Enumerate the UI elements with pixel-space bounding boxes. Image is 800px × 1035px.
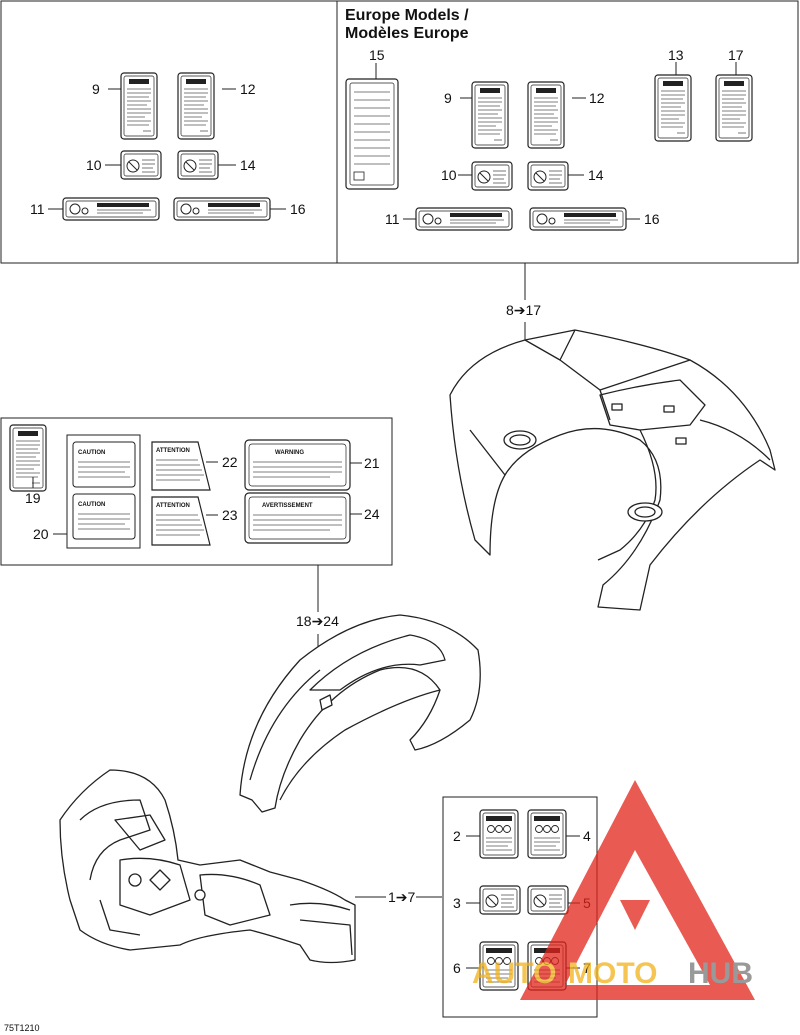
callout-16: 16 — [290, 201, 306, 217]
decal-12 — [177, 72, 215, 140]
top-decal-panel: 9 12 10 14 11 16 Europe Models / Modèles… — [0, 0, 799, 264]
callout-22: 22 — [222, 454, 238, 470]
callout-10: 10 — [86, 157, 102, 173]
callout-9-eu: 9 — [444, 90, 452, 106]
front-body-drawing — [59, 769, 356, 964]
decal-5 — [527, 885, 569, 915]
decal-10-eu — [471, 161, 513, 191]
svg-text:CAUTION: CAUTION — [78, 450, 105, 456]
decal-16-eu — [529, 207, 627, 231]
callout-12: 12 — [240, 81, 256, 97]
callout-3: 3 — [453, 895, 461, 911]
decal-23: ATTENTION — [151, 496, 211, 546]
europe-header-line1: Europe Models / — [345, 7, 469, 24]
callout-11: 11 — [30, 201, 45, 217]
callout-2: 2 — [453, 828, 461, 844]
decal-14 — [177, 150, 219, 180]
callout-8-17: 8➔17 — [506, 302, 541, 318]
decal-13 — [654, 74, 692, 142]
svg-text:WARNING: WARNING — [275, 450, 304, 456]
decal-21: WARNING — [244, 439, 351, 491]
decal-16 — [173, 197, 271, 221]
middle-decal-panel: 19 CAUTION CAUTION 20 ATTENTION — [0, 417, 393, 566]
callout-16-eu: 16 — [644, 211, 660, 227]
svg-text:ATTENTION: ATTENTION — [156, 448, 190, 454]
callout-4: 4 — [583, 828, 591, 844]
decal-22: ATTENTION — [151, 441, 211, 491]
callout-21: 21 — [364, 455, 380, 471]
callout-9: 9 — [92, 81, 100, 97]
callout-10-eu: 10 — [441, 167, 457, 183]
decal-2 — [479, 809, 519, 859]
decal-9 — [120, 72, 158, 140]
decal-3 — [479, 885, 521, 915]
callout-18-24: 18➔24 — [296, 613, 339, 629]
decal-19 — [9, 424, 47, 492]
callout-6: 6 — [453, 960, 461, 976]
decal-17 — [715, 74, 753, 142]
callout-24: 24 — [364, 506, 380, 522]
callout-1-7: 1➔7 — [388, 889, 416, 905]
callout-20: 20 — [33, 526, 49, 542]
decal-11 — [62, 197, 160, 221]
callout-17: 17 — [728, 47, 744, 63]
decal-10 — [120, 150, 162, 180]
decal-15 — [345, 78, 399, 190]
callout-11-eu: 11 — [385, 211, 400, 227]
decal-20: CAUTION CAUTION — [66, 434, 141, 549]
callout-7: 7 — [583, 960, 591, 976]
watermark-moto: MOTO — [568, 957, 657, 990]
europe-header-line2: Modèles Europe — [345, 25, 469, 42]
callout-23: 23 — [222, 507, 238, 523]
svg-text:CAUTION: CAUTION — [78, 502, 105, 508]
decal-11-eu — [415, 207, 513, 231]
svg-text:AVERTISSEMENT: AVERTISSEMENT — [262, 503, 313, 509]
callout-19: 19 — [25, 490, 41, 506]
callout-12-eu: 12 — [589, 90, 605, 106]
watermark-logo: AUTO MOTO HUB — [472, 780, 755, 1000]
decal-9-eu — [471, 81, 509, 149]
rear-fender-drawing — [449, 329, 776, 611]
decal-4 — [527, 809, 567, 859]
front-fender-drawing — [239, 614, 481, 813]
watermark-auto: AUTO — [472, 957, 556, 990]
callout-14: 14 — [240, 157, 256, 173]
callout-14-eu: 14 — [588, 167, 604, 183]
svg-text:ATTENTION: ATTENTION — [156, 503, 190, 509]
decal-12-eu — [527, 81, 565, 149]
watermark-hub: HUB — [688, 957, 753, 990]
callout-13: 13 — [668, 47, 684, 63]
reference-code: 75T1210 — [4, 1023, 40, 1033]
callout-15: 15 — [369, 47, 385, 63]
decal-14-eu — [527, 161, 569, 191]
decal-24: AVERTISSEMENT — [244, 492, 351, 544]
